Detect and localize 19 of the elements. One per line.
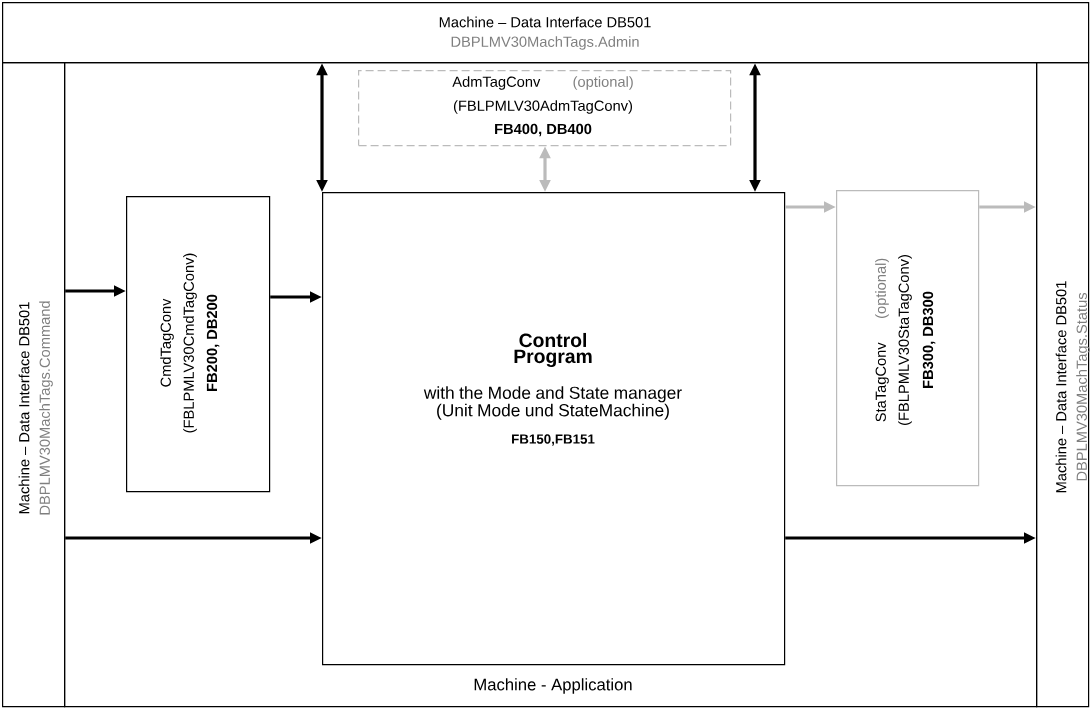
block-name: (FBLPMLV30CmdTagConv) xyxy=(183,253,197,433)
block-number: FB400, DB400 xyxy=(495,123,592,137)
interface-tag: DBPLMV30MachTags.Command xyxy=(39,301,53,515)
block-title: AdmTagConv (optional) xyxy=(452,76,633,90)
box-title: Machine - Application xyxy=(474,678,632,694)
program-description: with the Mode and State manager (Unit Mode und StateMachine) xyxy=(423,386,682,420)
block-number: FB200, DB200 xyxy=(206,294,220,391)
interface-title: Machine – Data Interface DB501 xyxy=(1055,281,1067,493)
interface-tag: DBPLMV30MachTags.Status xyxy=(1076,292,1090,481)
block-title: StaTagConv (optional) xyxy=(875,258,889,422)
block-number: FB300, DB300 xyxy=(922,291,936,388)
block-number: FB150,FB151 xyxy=(512,434,595,446)
block-name: (FBLPMLV30AdmTagConv) xyxy=(453,100,632,114)
block-title: CmdTagConv xyxy=(160,298,174,387)
interface-title: Machine – Data Interface DB501 xyxy=(18,302,30,514)
interface-title: Machine – Data Interface DB501 xyxy=(439,16,651,28)
interface-tag: DBPLMV30MachTags.Admin xyxy=(451,36,639,50)
program-title: Control Program xyxy=(514,332,592,368)
block-name: (FBLPMLV30StaTagConv) xyxy=(898,255,912,425)
